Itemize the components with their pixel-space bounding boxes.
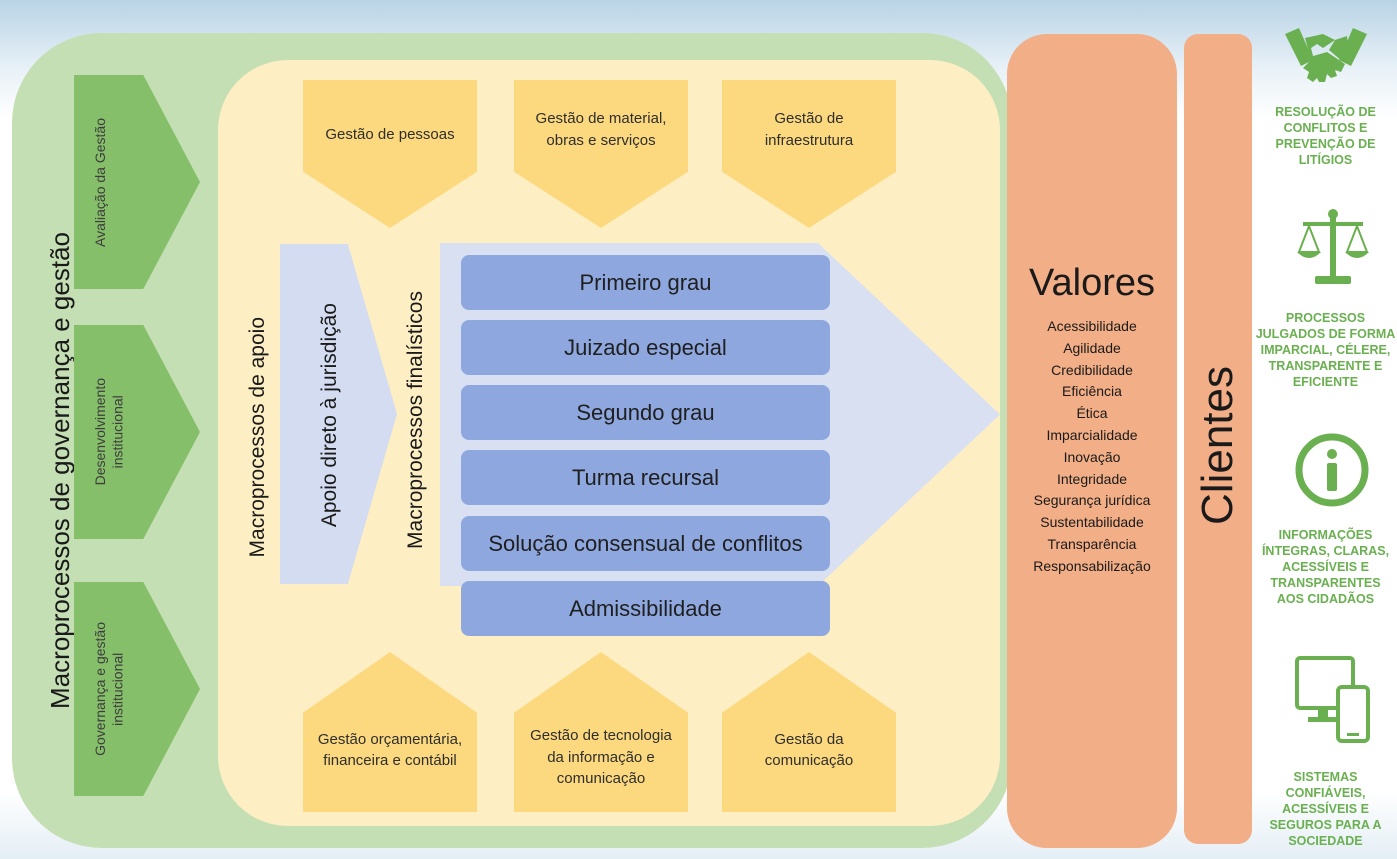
apoio-direto-label: Apoio direto à jurisdição: [318, 302, 341, 528]
scales-icon: [1297, 209, 1369, 284]
value-item: Ética: [1076, 405, 1108, 422]
box-label: Gestão orçamentária, financeira e contáb…: [317, 730, 463, 770]
box-label: Gestão de material, obras e serviços: [535, 110, 667, 149]
support-title: Macroprocessos de apoio: [246, 317, 269, 558]
result-caption-processos: PROCESSOS JULGADOS DE FORMA IMPARCIAL, C…: [1255, 311, 1396, 389]
value-item: Transparência: [1047, 535, 1137, 552]
value-item: Imparcialidade: [1046, 426, 1138, 443]
result-caption-sistemas: SISTEMAS CONFIÁVEIS, ACESSÍVEIS E SEGURO…: [1269, 770, 1382, 848]
finalistico-turma-recursal: Turma recursal: [461, 450, 830, 505]
value-item: Acessibilidade: [1047, 318, 1137, 334]
box-label: Gestão de infraestrutura: [764, 110, 854, 149]
chevron-label: Desenvolvimento institucional: [92, 378, 126, 486]
values-title: Valores: [1028, 262, 1156, 304]
finalistico-juizado-especial: Juizado especial: [461, 320, 830, 375]
chevron-label: Governança e gestão institucional: [92, 622, 126, 756]
value-item: Agilidade: [1063, 339, 1121, 356]
value-item: Eficiência: [1062, 383, 1122, 400]
value-item: Inovação: [1063, 448, 1121, 465]
box-label: Gestão da comunicação: [764, 730, 854, 770]
clients-column: [1184, 34, 1252, 844]
box-label: Gestão de pessoas: [325, 126, 455, 143]
clients-title: Clientes: [1193, 365, 1242, 525]
box-label: Gestão de tecnologia da informação e com…: [530, 726, 672, 788]
value-item: Credibilidade: [1051, 361, 1133, 378]
handshake-icon: [1285, 28, 1367, 82]
finalistico-primeiro-grau: Primeiro grau: [461, 255, 830, 310]
value-item: Segurança jurídica: [1033, 492, 1151, 509]
value-item: Sustentabilidade: [1040, 514, 1144, 531]
finalisticos-title: Macroprocessos finalísticos: [404, 291, 427, 549]
info-icon: [1295, 433, 1369, 507]
result-caption-informacoes: INFORMAÇÕES ÍNTEGRAS, CLARAS, ACESSÍVEIS…: [1261, 528, 1390, 606]
devices-icon: [1295, 656, 1370, 743]
finalistico-segundo-grau: Segundo grau: [461, 385, 830, 440]
value-item: Integridade: [1056, 470, 1128, 487]
value-item: Responsabilização: [1033, 557, 1151, 574]
values-list: Acessibilidade Agilidade Credibilidade E…: [1007, 316, 1177, 578]
chevron-label: Avaliação da Gestão: [92, 117, 108, 247]
values-column: [1007, 34, 1177, 848]
result-caption-conflitos: RESOLUÇÃO DE CONFLITOS E PREVENÇÃO DE LI…: [1275, 105, 1376, 167]
finalistico-admissibilidade: Admissibilidade: [461, 581, 830, 636]
finalistico-solucao-consensual: Solução consensual de conflitos: [461, 516, 830, 571]
